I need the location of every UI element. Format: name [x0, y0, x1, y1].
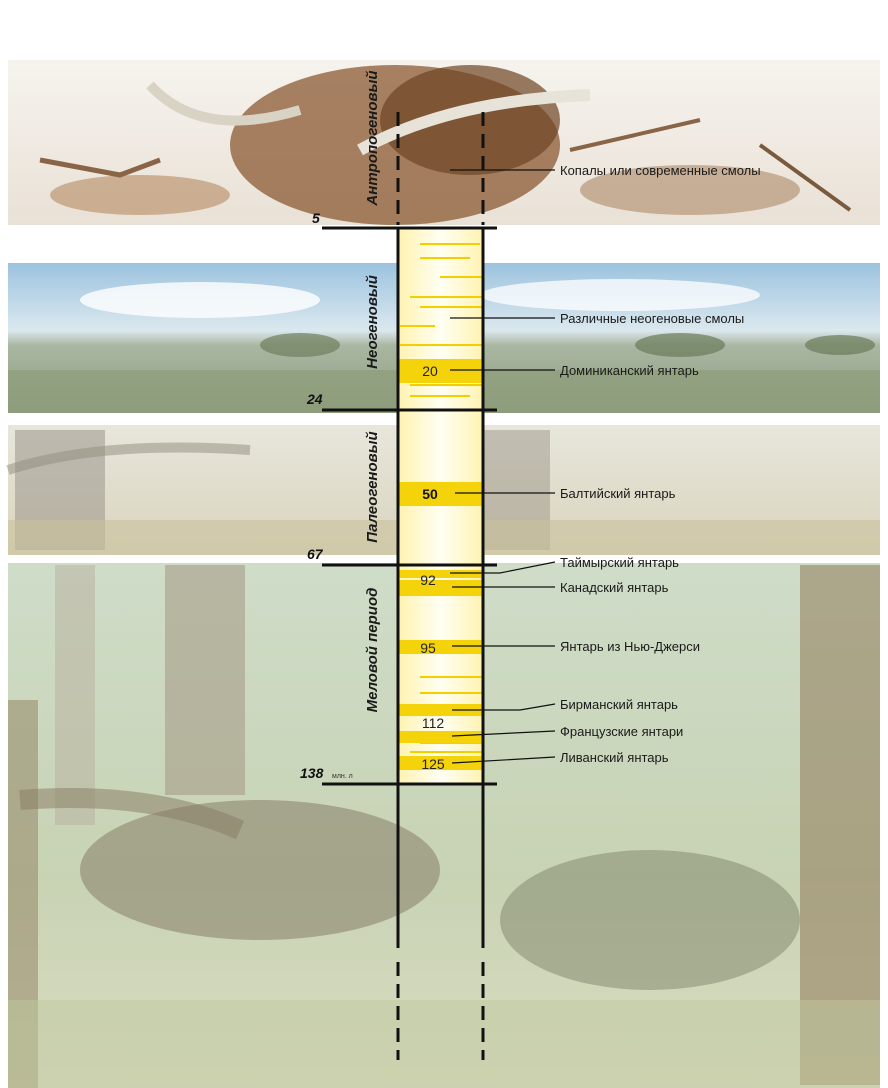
band-new-jersey	[399, 640, 483, 654]
anthropogene-scene	[8, 60, 880, 225]
band-dominican	[399, 359, 483, 383]
amber-label-baltic: Балтийский янтарь	[560, 486, 676, 501]
amber-label-copal: Копалы или современные смолы	[560, 163, 761, 178]
boundary-age-24: 24	[306, 391, 323, 407]
period-label-cretaceous: Меловой период	[364, 588, 381, 713]
period-label-neogene: Неогеновый	[364, 275, 381, 369]
band-age-baltic: 50	[422, 486, 438, 502]
amber-label-lebanese: Ливанский янтарь	[560, 750, 669, 765]
band-canadian	[399, 580, 483, 596]
band-age-new-jersey: 95	[420, 640, 436, 656]
period-label-anthropogene: Антропогеновый	[364, 70, 381, 206]
amber-label-burmese: Бирманский янтарь	[560, 697, 678, 712]
amber-label-french: Французские янтари	[560, 724, 683, 739]
amber-label-dominican: Доминиканский янтарь	[560, 363, 699, 378]
amber-label-canadian: Канадский янтарь	[560, 580, 669, 595]
band-taimyr	[399, 570, 483, 578]
boundary-age-67: 67	[307, 546, 324, 562]
amber-label-neogene-resins: Различные неогеновые смолы	[560, 311, 744, 326]
period-label-paleogene: Палеогеновый	[364, 431, 381, 542]
band-age-lebanese: 125	[421, 756, 445, 772]
band-age-dominican: 20	[422, 363, 438, 379]
band-french	[399, 731, 483, 743]
band-baltic	[399, 482, 483, 506]
boundary-unit: млн. л	[332, 773, 353, 780]
amber-label-new-jersey: Янтарь из Нью-Джерси	[560, 639, 700, 654]
amber-label-taimyr: Таймырский янтарь	[560, 555, 679, 570]
band-age-canadian: 92	[420, 572, 436, 588]
boundary-age-5: 5	[312, 210, 320, 226]
band-age-french: 112	[422, 715, 445, 731]
boundary-age-138: 138	[300, 765, 324, 781]
